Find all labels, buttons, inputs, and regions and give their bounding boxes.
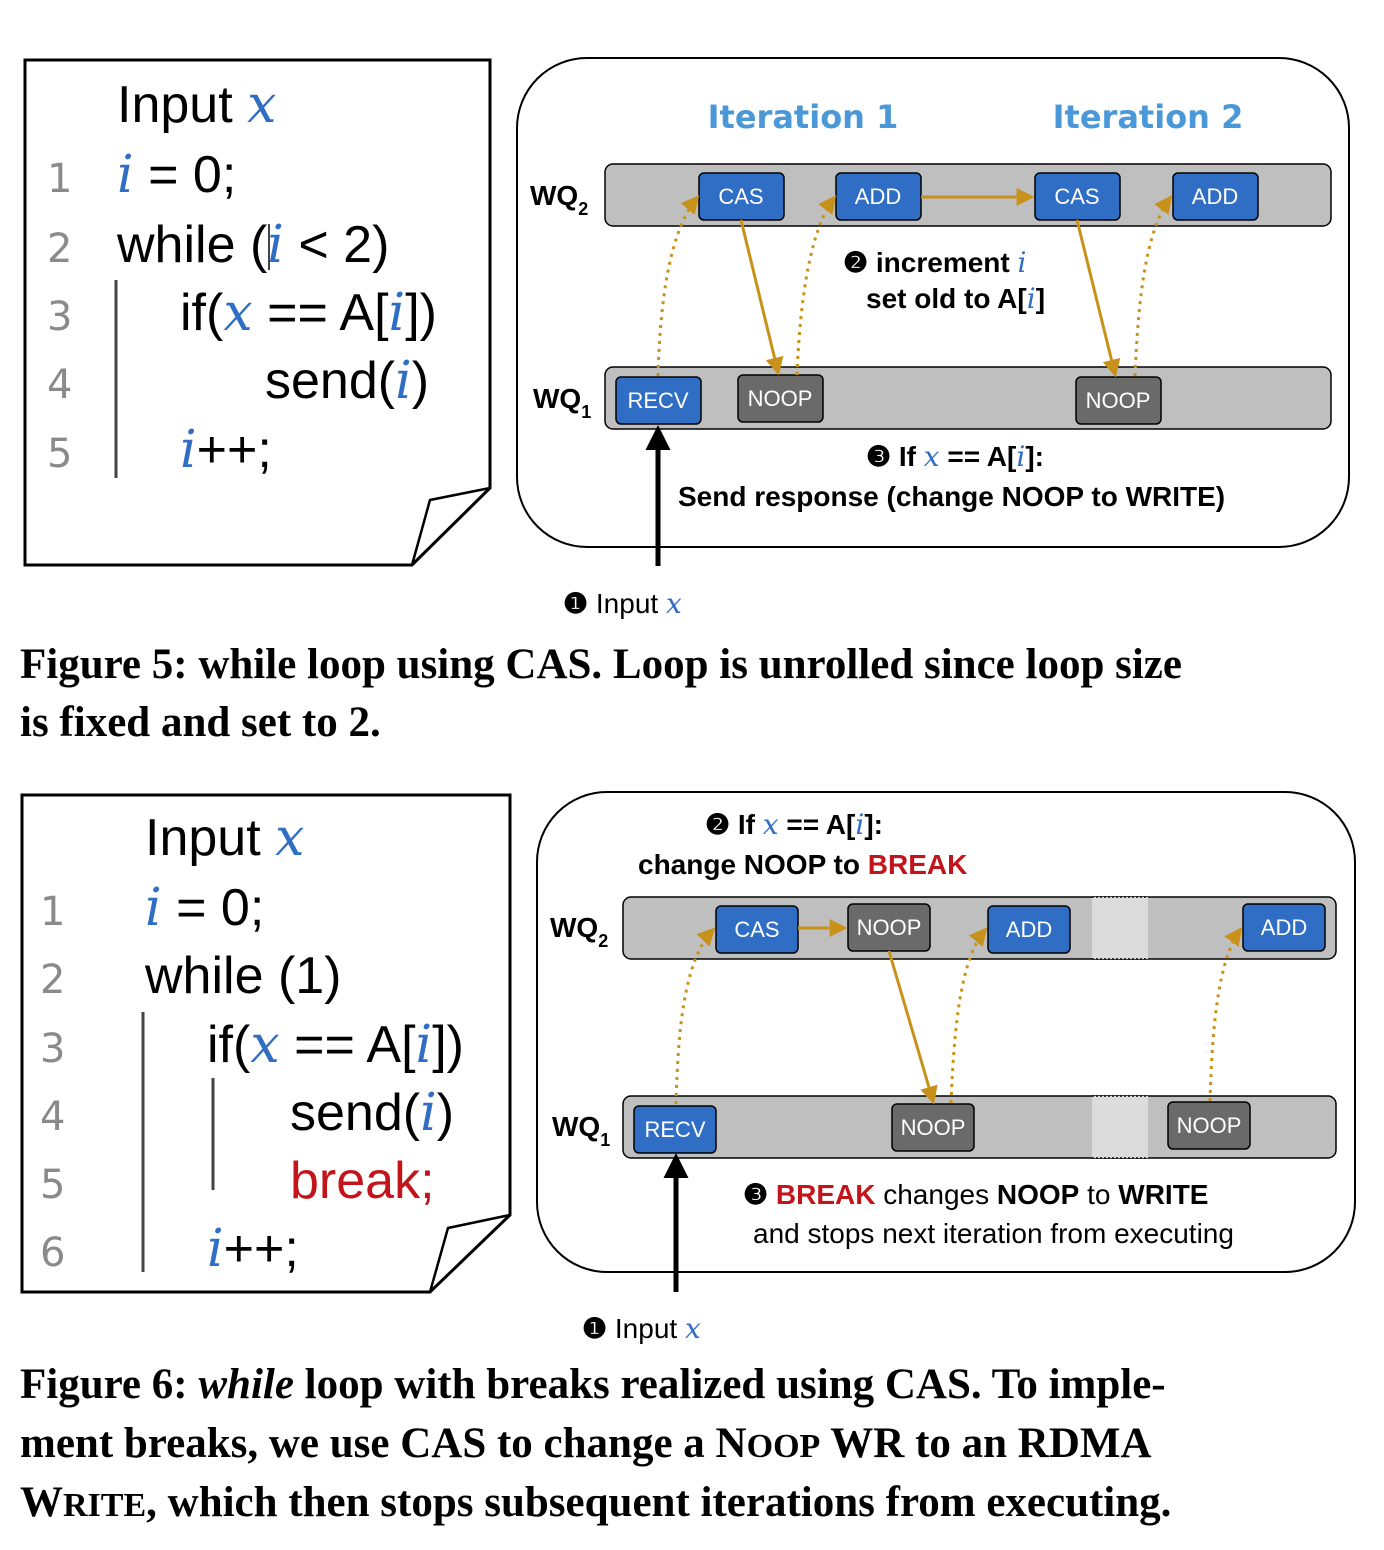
fig5-code-line: i++; <box>180 420 272 480</box>
fig5-iteration-1: Iteration 1 <box>708 98 899 136</box>
fig5-code-line: send(i) <box>265 351 429 411</box>
fig6-code-header: Input x <box>145 808 304 868</box>
fig6-line-number: 2 <box>40 957 65 1003</box>
fig6-caption-line1: Figure 6: while loop with breaks realize… <box>20 1361 1166 1408</box>
svg-text:NOOP: NOOP <box>857 915 922 940</box>
fig5-line-number: 3 <box>47 294 72 340</box>
fig6-annotation-3-line1: ❸ BREAK changes NOOP to WRITE <box>743 1179 1208 1210</box>
fig6-annotation-2-line2: change NOOP to BREAK <box>638 849 967 880</box>
fig6-wq1-box-noop-2: NOOP <box>1167 1101 1251 1150</box>
fig6-wq2-box-add-1: ADD <box>987 905 1071 954</box>
fig5-caption-line1: Figure 5: while loop using CAS. Loop is … <box>20 641 1182 688</box>
fig5-code-lines: 1 i = 0; 2 while (i < 2) 3 if(x == A[i]) 4 send… <box>47 145 437 480</box>
fig5-wq1-bar <box>604 366 1332 430</box>
fig6-wq2-box-add-2: ADD <box>1242 903 1326 952</box>
fig5-wq2-label: WQ2 <box>530 180 588 219</box>
fig5-code-line: while (i < 2) <box>116 215 389 275</box>
fig5-wq2-box-cas-2: CAS <box>1034 172 1121 221</box>
fig6-wq2-box-cas: CAS <box>715 905 799 954</box>
fig6-wq1-bar <box>622 1095 1337 1159</box>
fig6-line-number: 1 <box>40 889 65 935</box>
svg-text:NOOP: NOOP <box>748 386 813 411</box>
fig5-wq2-box-add-1: ADD <box>835 172 922 221</box>
fig6-arrows <box>663 919 1243 1292</box>
fig5-annotation-3-line1: ❸ If x == A[i]: <box>866 440 1044 473</box>
fig6-line-number: 4 <box>40 1094 65 1140</box>
fig6-wq1-label: WQ1 <box>552 1111 610 1150</box>
fig5-wq1-box-recv: RECV <box>615 376 702 425</box>
fig6-code-line: send(i) <box>290 1083 454 1143</box>
svg-text:NOOP: NOOP <box>1177 1113 1242 1138</box>
svg-text:ADD: ADD <box>1261 915 1307 940</box>
svg-text:NOOP: NOOP <box>1086 388 1151 413</box>
fig5-wq1-box-noop-2: NOOP <box>1075 376 1162 425</box>
fig6-input-label: ❶ Input x <box>582 1312 701 1345</box>
svg-text:RECV: RECV <box>627 388 688 413</box>
fig5-line-number: 1 <box>47 156 72 202</box>
figure-6: Input x 1 i = 0; 2 while (1) 3 if(x == A[i]) 4… <box>20 791 1356 1526</box>
figure-5: Input x 1 i = 0; 2 while (i < 2) 3 if(x == A[… <box>20 57 1350 746</box>
fig5-annotation-2-line1: ❷ increment i <box>843 246 1026 279</box>
svg-text:CAS: CAS <box>1054 184 1099 209</box>
fig6-wq2-label: WQ2 <box>550 912 608 951</box>
fig6-line-number: 6 <box>40 1230 65 1276</box>
fig5-input-label: ❶ Input x <box>563 587 682 620</box>
fig5-annotation-2-line2: set old to A[i] <box>866 282 1045 315</box>
fig5-wq1-box-noop-1: NOOP <box>737 374 824 423</box>
fig5-wq2-box-cas-1: CAS <box>698 172 785 221</box>
svg-text:NOOP: NOOP <box>901 1115 966 1140</box>
svg-text:CAS: CAS <box>734 917 779 942</box>
fig6-annotation-3-line2: and stops next iteration from executing <box>753 1218 1234 1249</box>
fig6-diagram: ❷ If x == A[i]: change NOOP to BREAK WQ2… <box>536 791 1356 1292</box>
svg-text:CAS: CAS <box>718 184 763 209</box>
svg-text:RECV: RECV <box>644 1117 705 1142</box>
fig6-code-line: while (1) <box>144 947 342 1005</box>
svg-text:ADD: ADD <box>1192 184 1238 209</box>
fig6-code-line: if(x == A[i]) <box>207 1015 464 1075</box>
fig6-wq2-box-noop: NOOP <box>847 903 931 952</box>
fig5-line-number: 4 <box>47 362 72 408</box>
fig5-line-number: 5 <box>47 431 72 477</box>
fig6-annotation-2-line1: ❷ If x == A[i]: <box>705 808 883 841</box>
fig5-line-number: 2 <box>47 226 72 272</box>
fig5-annotation-3-line2: Send response (change NOOP to WRITE) <box>678 481 1225 512</box>
fig5-diagram: Iteration 1 Iteration 2 WQ2 CAS ADD CAS … <box>516 57 1350 566</box>
svg-text:ADD: ADD <box>855 184 901 209</box>
fig6-wq1-box-recv: RECV <box>633 1105 717 1154</box>
fig6-wq2-gap <box>1092 897 1148 959</box>
fig6-code-line: i = 0; <box>145 878 264 938</box>
fig5-arrows <box>645 188 1173 566</box>
fig6-line-number: 3 <box>40 1026 65 1072</box>
fig6-wq1-box-noop-1: NOOP <box>891 1103 975 1152</box>
fig6-code-line: i++; <box>207 1219 299 1279</box>
fig6-caption-line2: ment breaks, we use CAS to change a NOOP… <box>20 1420 1152 1467</box>
fig5-wq1-label: WQ1 <box>533 383 591 422</box>
fig6-caption-line3: WRITE, which then stops subsequent itera… <box>20 1479 1171 1526</box>
svg-text:ADD: ADD <box>1006 917 1052 942</box>
fig6-code-line: break; <box>290 1152 435 1210</box>
fig5-code-header: Input x <box>117 75 276 135</box>
fig5-code-line: if(x == A[i]) <box>180 283 437 343</box>
fig6-code-note: Input x 1 i = 0; 2 while (1) 3 if(x == A[i]) 4… <box>20 793 512 1294</box>
fig5-wq2-bar <box>604 163 1332 227</box>
fig5-iteration-2: Iteration 2 <box>1053 98 1244 136</box>
fig5-caption-line2: is fixed and set to 2. <box>20 699 381 746</box>
fig5-code-note: Input x 1 i = 0; 2 while (i < 2) 3 if(x == A[… <box>23 58 492 567</box>
fig6-code-lines: 1 i = 0; 2 while (1) 3 if(x == A[i]) 4 send(i) 5… <box>40 878 464 1279</box>
fig6-wq1-gap <box>1092 1096 1148 1158</box>
fig5-code-line: i = 0; <box>117 145 236 205</box>
fig6-line-number: 5 <box>40 1162 65 1208</box>
fig5-wq2-box-add-2: ADD <box>1172 172 1259 221</box>
